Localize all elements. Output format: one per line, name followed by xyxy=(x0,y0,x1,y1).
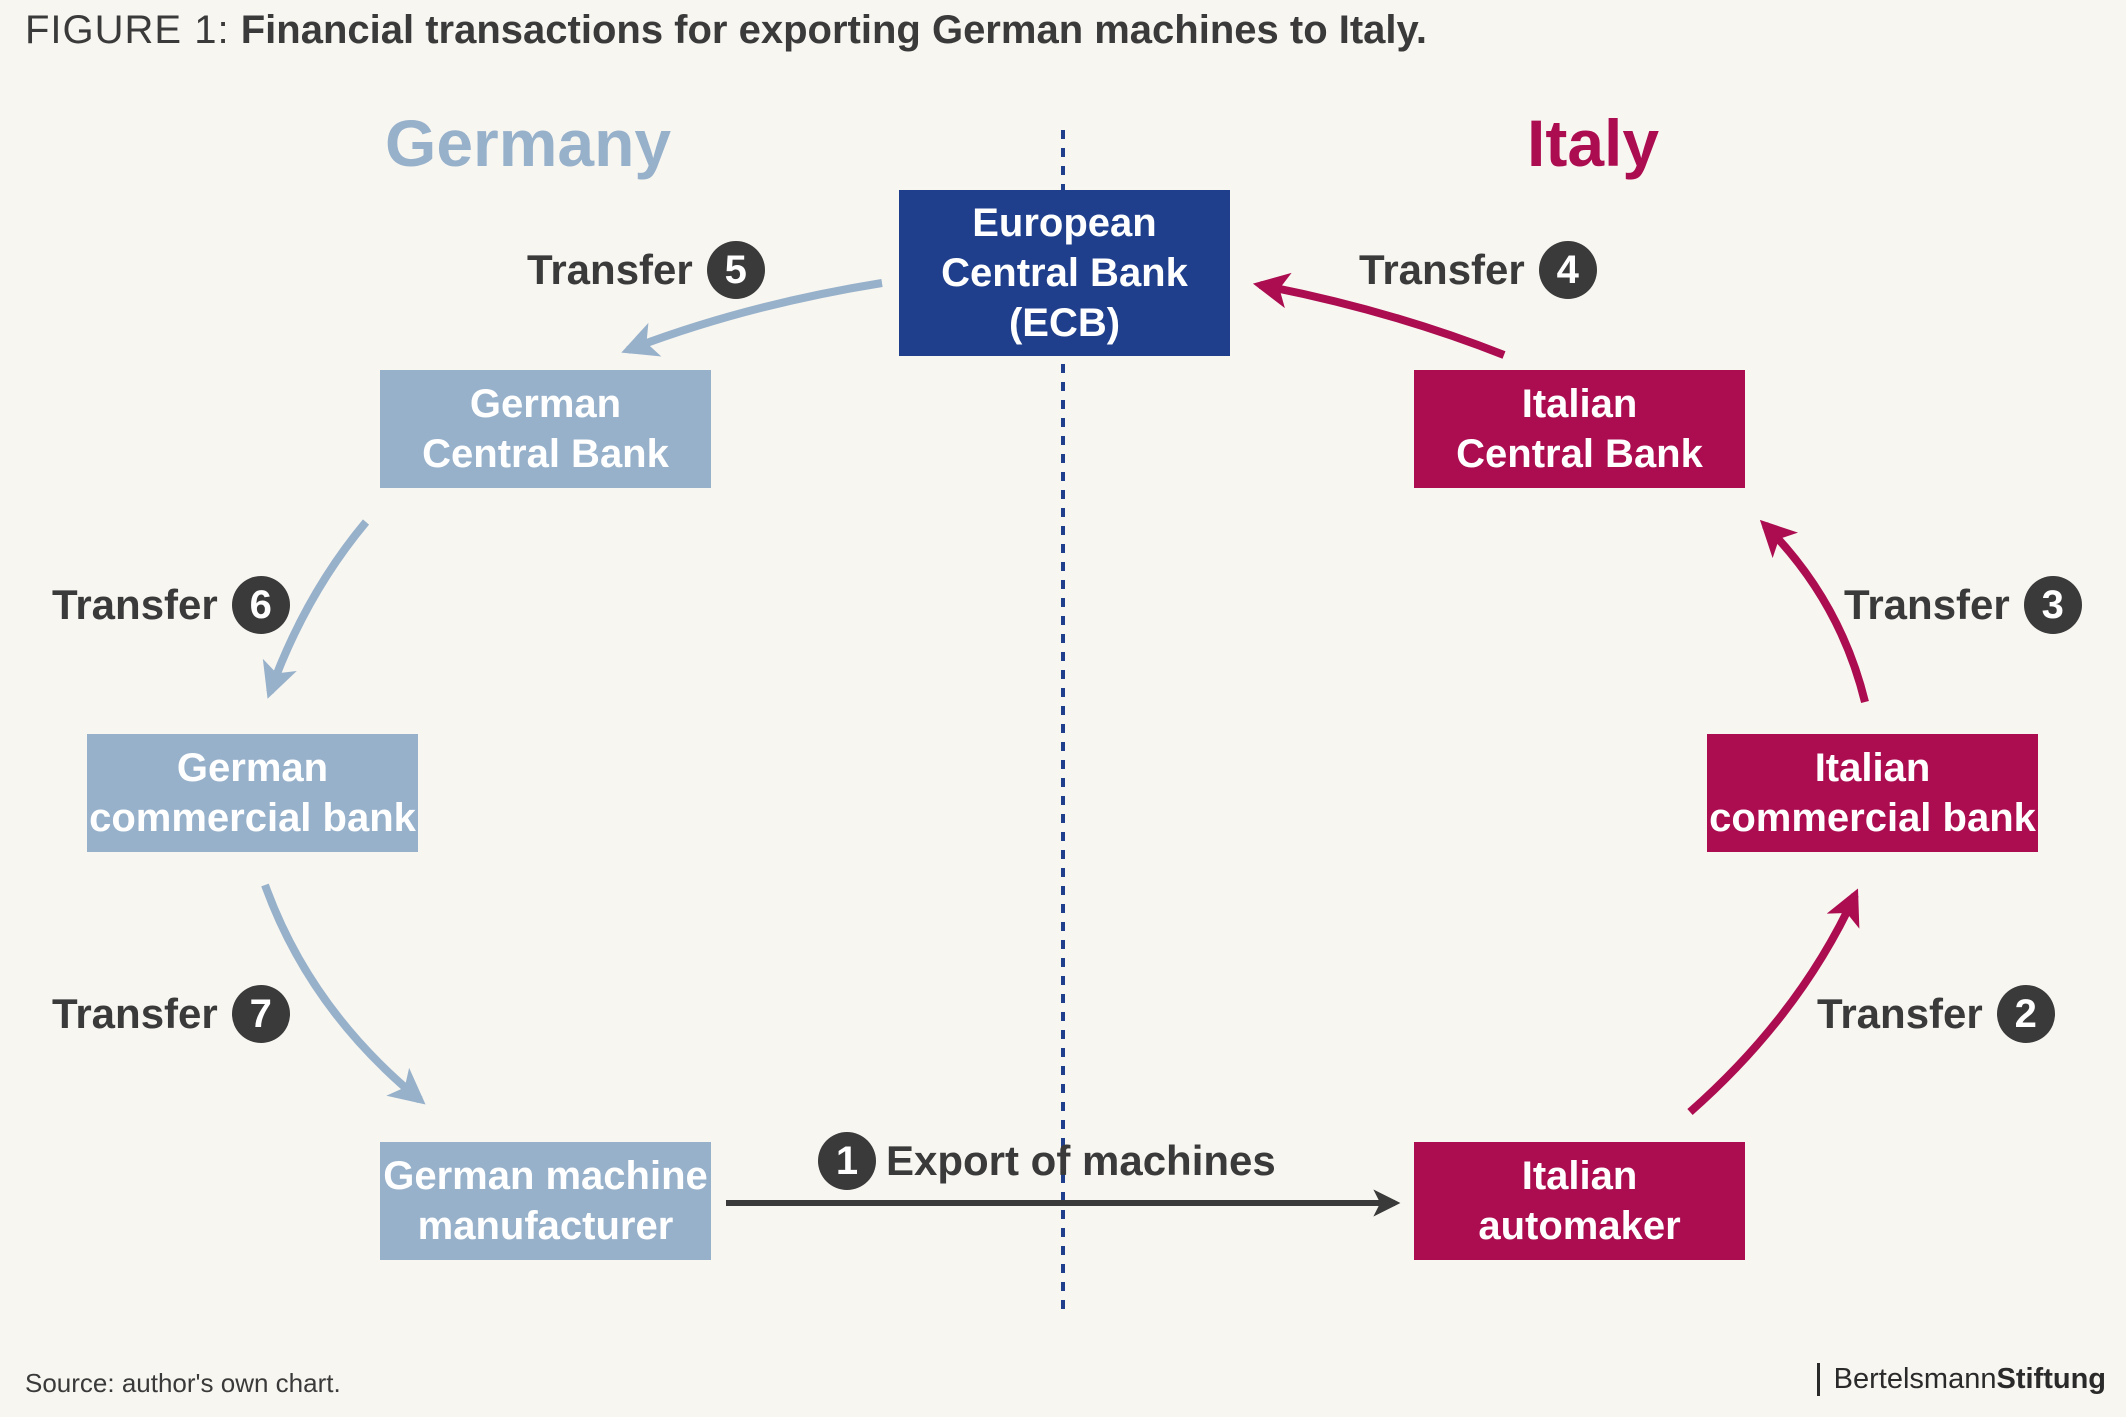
italian-central-bank-box: Italian Central Bank xyxy=(1414,370,1745,488)
transfer-6-text: Transfer xyxy=(52,581,218,628)
transfer-5-label: Transfer 5 xyxy=(527,241,765,299)
export-label: 1 Export of machines xyxy=(818,1132,1276,1190)
transfer-3-label: Transfer 3 xyxy=(1844,576,2082,634)
step-2-badge: 2 xyxy=(1996,985,2055,1043)
transfer-7-label: Transfer 7 xyxy=(52,985,290,1043)
source-note: Source: author's own chart. xyxy=(25,1368,341,1398)
step-6-badge: 6 xyxy=(231,576,290,634)
export-text: Export of machines xyxy=(886,1137,1276,1184)
transfer-4-label: Transfer 4 xyxy=(1359,241,1597,299)
figure-title: FIGURE 1: Financial transactions for exp… xyxy=(25,8,1427,53)
transfer-5-text: Transfer xyxy=(527,246,693,293)
italian-commercial-bank-box: Italian commercial bank xyxy=(1707,734,2038,852)
transfer-3-text: Transfer xyxy=(1844,581,2010,628)
arrow-transfer-7 xyxy=(261,883,426,1105)
ecb-box: European Central Bank (ECB) xyxy=(899,190,1230,356)
transfer-2-text: Transfer xyxy=(1817,990,1983,1037)
transfer-4-text: Transfer xyxy=(1359,246,1525,293)
logo-text-bold: Stiftung xyxy=(1996,1363,2106,1395)
arrow-transfer-6 xyxy=(262,519,370,699)
arrow-transfer-3 xyxy=(1759,519,1869,703)
german-manufacturer-box: German machine manufacturer xyxy=(380,1142,711,1260)
germany-heading: Germany xyxy=(385,106,672,180)
step-3-badge: 3 xyxy=(2023,576,2082,634)
step-1-badge: 1 xyxy=(818,1132,876,1190)
arrow-transfer-5 xyxy=(621,279,883,357)
figure-title-prefix: FIGURE 1: xyxy=(25,8,230,52)
logo-text-light: Bertelsmann xyxy=(1833,1363,1997,1395)
arrow-transfer-4 xyxy=(1252,272,1506,359)
bertelsmann-logo: BertelsmannStiftung xyxy=(1816,1363,2106,1396)
arrow-transfer-2 xyxy=(1687,888,1860,1115)
german-commercial-bank-box: German commercial bank xyxy=(87,734,418,852)
german-central-bank-box: German Central Bank xyxy=(380,370,711,488)
step-5-badge: 5 xyxy=(706,241,765,299)
transfer-6-label: Transfer 6 xyxy=(52,576,290,634)
transfer-7-text: Transfer xyxy=(52,990,218,1037)
italian-automaker-box: Italian automaker xyxy=(1414,1142,1745,1260)
step-4-badge: 4 xyxy=(1538,241,1597,299)
transfer-2-label: Transfer 2 xyxy=(1817,985,2055,1043)
figure-title-main: Financial transactions for exporting Ger… xyxy=(240,8,1427,52)
step-7-badge: 7 xyxy=(231,985,290,1043)
italy-heading: Italy xyxy=(1527,106,1660,180)
